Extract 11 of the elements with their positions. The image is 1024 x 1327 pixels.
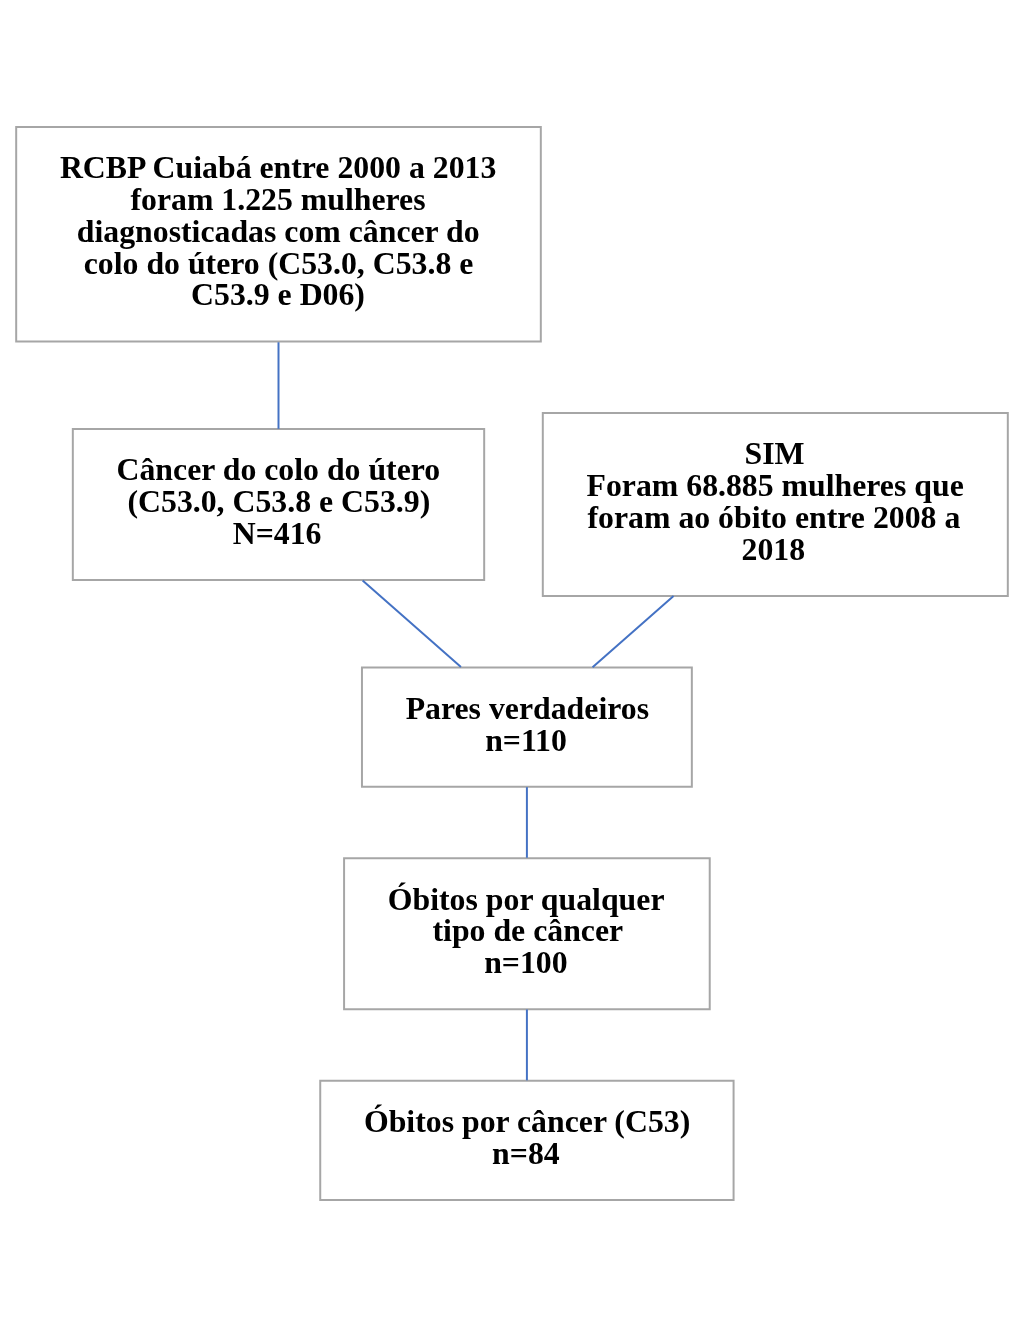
node-box: SIM Foram 68.885 mulheres que foram ao óbito entre 2008 a 2018 (541, 412, 1009, 597)
node-box: Óbitos por qualquer tipo de câncer n=100 (343, 857, 711, 1011)
connector (277, 341, 280, 430)
node-box: Óbitos por câncer (C53) n=84 (319, 1079, 735, 1202)
connector (525, 786, 528, 859)
connector (525, 1008, 528, 1082)
node-box: RCBP Cuiabá entre 2000 a 2013 foram 1.225 mulheres diagnosticadas com câncer do colo do útero (C53.0, C53.8 e C53.9 e D06) (15, 125, 542, 343)
node-box: Câncer do colo do útero (C53.0, C53.8 e C53.9) N=416 (71, 428, 486, 582)
connector (591, 595, 675, 669)
connector (361, 579, 462, 669)
node-box: Pares verdadeiros n=110 (360, 666, 693, 788)
